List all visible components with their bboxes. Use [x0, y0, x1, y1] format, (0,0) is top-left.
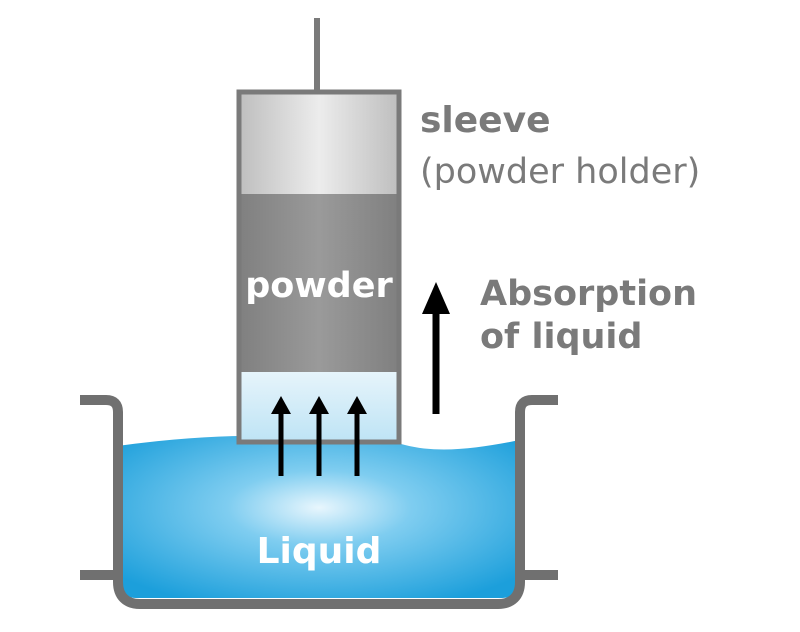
liquid-body	[118, 433, 520, 598]
absorption-label-line2: of liquid	[480, 317, 642, 357]
sleeve-top-section	[237, 90, 401, 194]
absorption-label-line1: Absorption	[480, 274, 697, 314]
capillary-arrows	[271, 396, 367, 476]
absorption-arrow-icon	[422, 282, 450, 414]
sleeve-label: sleeve	[420, 100, 550, 141]
liquid-label: Liquid	[257, 531, 382, 572]
up-arrow-icon	[309, 396, 329, 476]
up-arrow-icon	[347, 396, 367, 476]
powder-label: powder	[245, 266, 393, 306]
powder-section	[237, 194, 401, 372]
container-outline	[80, 395, 558, 609]
sleeve-sublabel: (powder holder)	[420, 152, 700, 192]
suspension-rod	[314, 18, 320, 92]
up-arrow-icon	[271, 396, 291, 476]
